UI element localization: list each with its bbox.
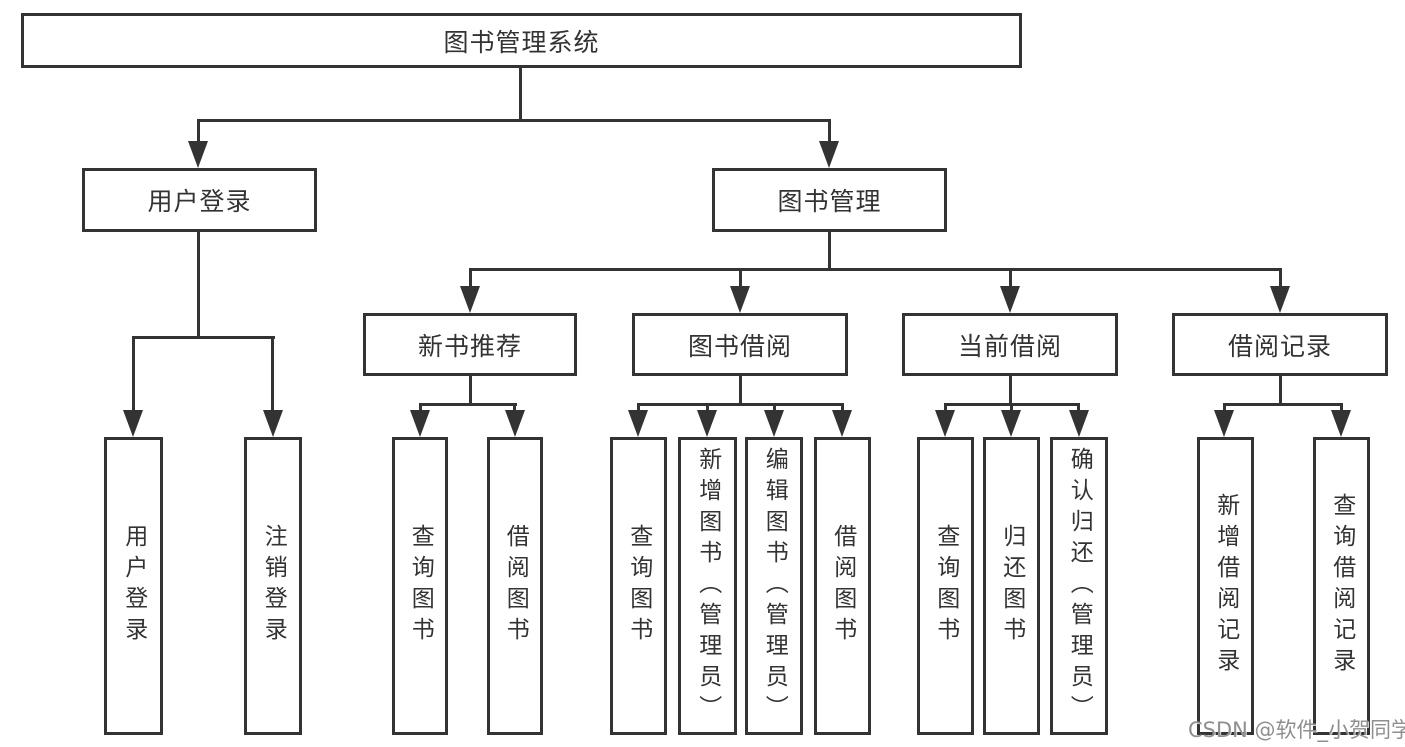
leaf-borrow-query-books: 查询图书 — [610, 437, 667, 735]
leaf-current-confirm-return-admin-label: 确认归还（管理员） — [1066, 446, 1093, 726]
node-borrow-records: 借阅记录 — [1172, 313, 1388, 376]
connector-stem-book-mgmt — [828, 119, 831, 145]
arrowhead-bookborrow — [730, 286, 750, 313]
leaf-newbook-borrow-books-label: 借阅图书 — [502, 524, 529, 648]
arrowhead-cb-return — [1001, 410, 1021, 437]
leaf-borrow-edit-books-admin-label: 编辑图书（管理员） — [761, 446, 788, 726]
node-new-book-recommend: 新书推荐 — [363, 313, 577, 376]
arrowhead-bb-add — [697, 410, 717, 437]
arrowhead-cb-query — [935, 410, 955, 437]
node-root-label: 图书管理系统 — [443, 27, 600, 57]
connector-stem-br-query — [1340, 403, 1343, 413]
leaf-borrow-query-books-label: 查询图书 — [625, 524, 652, 648]
leaf-logout-login: 注销登录 — [244, 437, 302, 735]
leaf-records-add-borrow-record-label: 新增借阅记录 — [1212, 493, 1239, 679]
connector-newbook-hbar — [419, 403, 517, 406]
node-root: 图书管理系统 — [21, 13, 1022, 68]
leaf-borrow-edit-books-admin: 编辑图书（管理员） — [745, 437, 803, 735]
connector-stem-bookborrow — [739, 268, 742, 290]
arrowhead-book-mgmt — [819, 141, 839, 168]
arrowhead-br-add — [1214, 410, 1234, 437]
node-current-borrow: 当前借阅 — [902, 313, 1118, 376]
leaf-current-query-books-label: 查询图书 — [932, 524, 959, 648]
connector-newbook-stem — [469, 376, 472, 406]
connector-bookborrow-hbar — [637, 403, 843, 406]
leaf-current-confirm-return-admin: 确认归还（管理员） — [1050, 437, 1108, 735]
connector-userlogin-stem — [197, 232, 200, 339]
arrowhead-nb-query — [410, 410, 430, 437]
connector-borrowrecords-stem2 — [1279, 376, 1282, 406]
connector-stem-cb-confirm — [1077, 403, 1080, 413]
node-book-management: 图书管理 — [712, 168, 947, 232]
connector-stem-nb-query — [419, 403, 422, 413]
leaf-records-query-borrow-record: 查询借阅记录 — [1313, 437, 1370, 735]
leaf-records-query-borrow-record-label: 查询借阅记录 — [1328, 493, 1355, 679]
leaf-logout-login-label: 注销登录 — [260, 524, 287, 648]
connector-stem-currentborrow — [1009, 268, 1012, 290]
leaf-borrow-borrow-books: 借阅图书 — [814, 437, 871, 735]
connector-stem-borrowrecords — [1279, 268, 1282, 290]
node-book-borrow: 图书借阅 — [632, 313, 848, 376]
connector-root-stem — [519, 68, 522, 122]
node-user-login: 用户登录 — [82, 168, 317, 232]
connector-bookmgmt-stem — [828, 232, 831, 271]
connector-bookmgmt-hbar — [469, 268, 1282, 271]
arrowhead-newbook — [460, 286, 480, 313]
arrowhead-leaf-login — [123, 410, 143, 437]
connector-stem-bb-edit — [773, 403, 776, 413]
csdn-watermark: CSDN @软件_小贺同学 — [1188, 718, 1405, 742]
arrowhead-cb-confirm — [1069, 410, 1089, 437]
arrowhead-currentborrow — [1000, 286, 1020, 313]
connector-stem-leaf-logout — [271, 336, 274, 412]
node-current-borrow-label: 当前借阅 — [957, 331, 1062, 361]
leaf-borrow-borrow-books-label: 借阅图书 — [829, 524, 856, 648]
leaf-current-return-books-label: 归还图书 — [998, 524, 1025, 648]
node-book-borrow-label: 图书借阅 — [687, 331, 792, 361]
connector-stem-bb-query — [637, 403, 640, 413]
node-user-login-label: 用户登录 — [147, 187, 252, 216]
node-borrow-records-label: 借阅记录 — [1227, 331, 1332, 361]
arrowhead-leaf-logout — [263, 410, 283, 437]
connector-stem-cb-return — [1010, 403, 1013, 413]
connector-userlogin-hbar — [132, 336, 275, 339]
connector-stem-nb-borrow — [513, 403, 516, 413]
connector-root-hbar — [198, 119, 831, 122]
connector-stem-br-add — [1223, 403, 1226, 413]
node-book-management-label: 图书管理 — [777, 187, 882, 216]
connector-stem-cb-query — [944, 403, 947, 413]
leaf-user-login-label: 用户登录 — [120, 524, 147, 648]
connector-currentborrow-stem2 — [1009, 376, 1012, 406]
leaf-borrow-add-books-admin: 新增图书（管理员） — [678, 437, 737, 735]
leaf-current-return-books: 归还图书 — [983, 437, 1040, 735]
connector-bookborrow-stem2 — [739, 376, 742, 406]
connector-borrowrecords-hbar — [1223, 403, 1343, 406]
arrowhead-borrowrecords — [1270, 286, 1290, 313]
node-new-book-recommend-label: 新书推荐 — [417, 331, 522, 361]
leaf-newbook-borrow-books: 借阅图书 — [487, 437, 543, 735]
connector-stem-bb-add — [706, 403, 709, 413]
connector-stem-leaf-login — [132, 336, 135, 412]
arrowhead-user-login — [188, 141, 208, 168]
arrowhead-bb-query — [628, 410, 648, 437]
arrowhead-bb-borrow — [832, 410, 852, 437]
connector-stem-user-login — [197, 119, 200, 145]
leaf-newbook-query-books: 查询图书 — [392, 437, 448, 735]
connector-stem-bb-borrow — [841, 403, 844, 413]
arrowhead-nb-borrow — [505, 410, 525, 437]
leaf-current-query-books: 查询图书 — [917, 437, 974, 735]
leaf-records-add-borrow-record: 新增借阅记录 — [1197, 437, 1254, 735]
leaf-user-login: 用户登录 — [104, 437, 163, 735]
arrowhead-br-query — [1331, 410, 1351, 437]
connector-stem-newbook — [469, 268, 472, 290]
leaf-newbook-query-books-label: 查询图书 — [407, 524, 434, 648]
arrowhead-bb-edit — [764, 410, 784, 437]
leaf-borrow-add-books-admin-label: 新增图书（管理员） — [694, 446, 721, 726]
